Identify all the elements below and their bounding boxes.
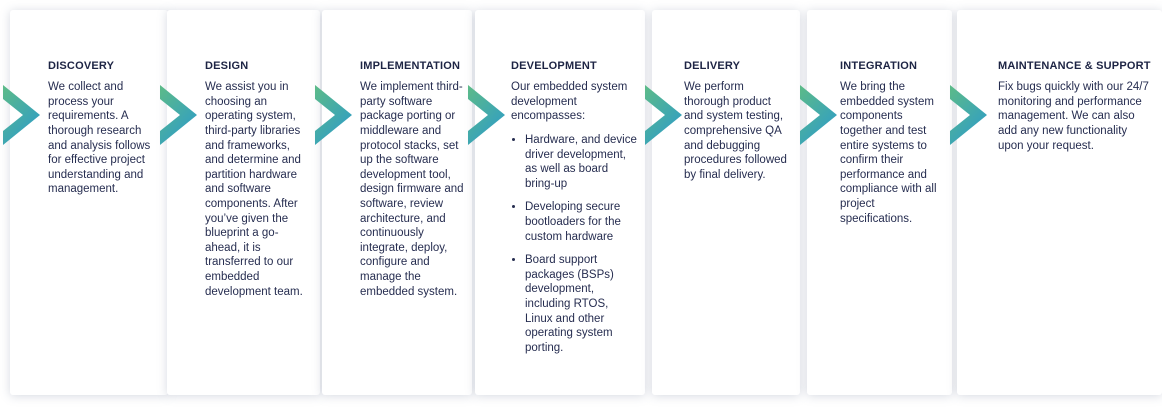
chevron-right-icon: [315, 85, 352, 145]
stage-card-implementation: IMPLEMENTATION We implement third-party …: [315, 10, 472, 395]
stage-card-development: DEVELOPMENT Our embedded system developm…: [468, 10, 645, 395]
stage-description: Fix bugs quickly with our 24/7 monitorin…: [998, 81, 1149, 152]
stage-title: DELIVERY: [684, 60, 741, 72]
stage-card-maintenance-support: MAINTENANCE & SUPPORT Fix bugs quickly w…: [950, 10, 1162, 395]
stage-card-design: DESIGN We assist you in choosing an oper…: [160, 10, 320, 395]
stage-description: We assist you in choosing an operating s…: [205, 81, 303, 298]
stage-card-discovery: DISCOVERY We collect and process your re…: [3, 10, 168, 395]
stage-description: We implement third-party software packag…: [360, 81, 464, 298]
stage-title: DISCOVERY: [48, 60, 115, 72]
stage-title: DEVELOPMENT: [511, 60, 597, 72]
stage-description: We collect and process your requirements…: [48, 81, 151, 196]
stage-title: MAINTENANCE & SUPPORT: [998, 60, 1151, 72]
stage-title: INTEGRATION: [840, 60, 918, 72]
bullet-item: Board support packages (BSPs) developmen…: [525, 253, 637, 355]
stage-bullet-list: Hardware, and device driver development,…: [511, 133, 637, 355]
stage-title: DESIGN: [205, 60, 249, 72]
bullet-item: Hardware, and device driver development,…: [525, 133, 637, 191]
chevron-right-icon: [800, 85, 837, 145]
stage-description: Our embedded system development encompas…: [511, 81, 628, 123]
chevron-right-icon: [950, 85, 987, 145]
bullet-item: Developing secure bootloaders for the cu…: [525, 200, 637, 244]
stage-title: IMPLEMENTATION: [360, 60, 461, 72]
stage-card-integration: INTEGRATION We bring the embedded system…: [800, 10, 952, 395]
chevron-right-icon: [3, 85, 40, 145]
stage-description: We bring the embedded system components …: [840, 81, 937, 225]
stage-card-delivery: DELIVERY We perform thorough product and…: [645, 10, 800, 395]
chevron-right-icon: [160, 85, 197, 145]
chevron-right-icon: [468, 85, 505, 145]
stage-description: We perform thorough product and system t…: [684, 81, 787, 181]
chevron-right-icon: [645, 85, 682, 145]
